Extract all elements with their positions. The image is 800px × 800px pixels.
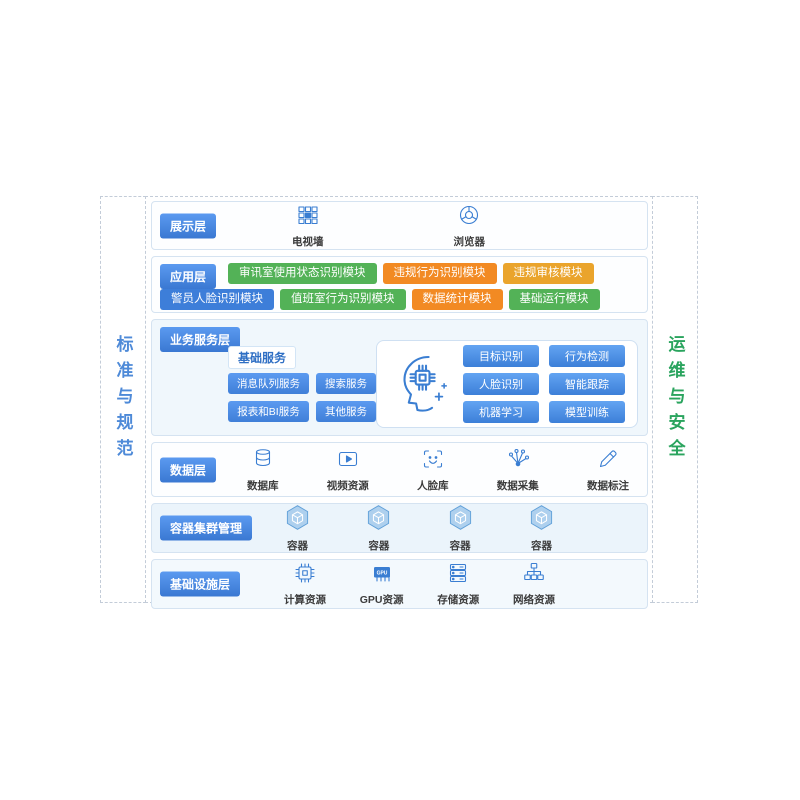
data-annotate-item: 数据标注 xyxy=(587,447,629,493)
container-hexagon-icon xyxy=(365,504,392,536)
application-modules: 审讯室使用状态识别模块 违规行为识别模块 违规审核模块 警员人脸识别模块 值班室… xyxy=(160,263,639,315)
layers-column: 展示层 电视墙 xyxy=(151,201,648,615)
video-icon xyxy=(336,447,360,476)
data-annotate-label: 数据标注 xyxy=(587,479,629,492)
gpu-resource-item: GPU GPU资源 xyxy=(360,561,404,607)
data-annotate-icon xyxy=(596,447,620,476)
data-layer-items: 数据库 视频资源 xyxy=(247,443,629,496)
left-rail-standards: 标准与规范 xyxy=(100,196,146,603)
infrastructure-layer-section: 基础设施层 计算资源 xyxy=(151,559,648,609)
business-layer-badge: 业务服务层 xyxy=(160,327,241,352)
module-violation-audit: 违规审核模块 xyxy=(502,263,594,284)
container-item: 容器 xyxy=(528,504,555,553)
basic-services-title: 基础服务 xyxy=(228,346,297,369)
container-item: 容器 xyxy=(365,504,392,553)
container-label: 容器 xyxy=(368,539,390,552)
browser-icon xyxy=(457,203,481,232)
capability-behavior-detection: 行为检测 xyxy=(549,345,625,367)
module-interrogation-room-status: 审讯室使用状态识别模块 xyxy=(228,263,377,284)
container-cluster-section: 容器集群管理 容器 xyxy=(151,503,648,553)
compute-resource-item: 计算资源 xyxy=(284,561,326,607)
left-rail-label: 标准与规范 xyxy=(113,334,133,465)
svg-text:GPU: GPU xyxy=(376,570,387,576)
capability-model-training: 模型训练 xyxy=(549,401,625,423)
face-library-item: 人脸库 xyxy=(417,447,449,493)
module-basic-operation: 基础运行模块 xyxy=(508,288,600,310)
service-search: 搜索服务 xyxy=(316,373,376,394)
data-layer-section: 数据层 数据库 xyxy=(151,442,648,497)
container-label: 容器 xyxy=(530,539,552,552)
storage-resource-label: 存储资源 xyxy=(437,594,480,606)
module-data-statistics: 数据统计模块 xyxy=(411,288,503,310)
container-items: 容器 容器 xyxy=(284,504,555,552)
container-item: 容器 xyxy=(284,504,311,553)
video-resource-label: 视频资源 xyxy=(326,479,369,492)
presentation-layer-section: 展示层 电视墙 xyxy=(151,201,648,250)
data-collect-label: 数据采集 xyxy=(496,479,539,492)
storage-resource-item: 存储资源 xyxy=(437,561,479,607)
ai-capabilities-grid: 目标识别 行为检测 人脸识别 智能跟踪 机器学习 模型训练 xyxy=(463,345,625,423)
container-label: 容器 xyxy=(287,539,308,552)
data-collect-icon xyxy=(506,447,530,476)
data-collect-item: 数据采集 xyxy=(497,447,539,493)
data-layer-badge: 数据层 xyxy=(160,457,217,482)
capability-face-recognition: 人脸识别 xyxy=(463,373,539,395)
network-resource-label: 网络资源 xyxy=(512,594,555,606)
service-message-queue: 消息队列服务 xyxy=(228,373,309,394)
presentation-layer-badge: 展示层 xyxy=(160,213,217,238)
ai-capabilities-panel: 目标识别 行为检测 人脸识别 智能跟踪 机器学习 模型训练 xyxy=(376,340,638,428)
module-duty-room-behavior: 值班室行为识别模块 xyxy=(280,288,406,310)
tv-wall-item: 电视墙 xyxy=(292,203,324,249)
container-item: 容器 xyxy=(447,504,474,553)
cpu-icon xyxy=(293,561,317,590)
gpu-resource-label: GPU资源 xyxy=(359,594,404,606)
face-library-label: 人脸库 xyxy=(417,479,449,492)
application-row-1: 审讯室使用状态识别模块 违规行为识别模块 违规审核模块 xyxy=(228,263,639,284)
container-label: 容器 xyxy=(449,539,471,552)
infrastructure-items: 计算资源 GPU GPU资源 xyxy=(284,560,555,608)
container-hexagon-icon xyxy=(284,504,311,536)
module-violation-behavior: 违规行为识别模块 xyxy=(382,263,497,284)
ai-head-chip-icon xyxy=(389,351,451,418)
browser-item: 浏览器 xyxy=(453,203,486,249)
capability-smart-tracking: 智能跟踪 xyxy=(549,373,625,395)
container-cluster-badge: 容器集群管理 xyxy=(160,515,253,541)
database-icon xyxy=(251,447,275,476)
capability-machine-learning: 机器学习 xyxy=(463,401,539,423)
storage-icon xyxy=(446,561,470,590)
container-hexagon-icon xyxy=(447,504,474,536)
service-other: 其他服务 xyxy=(316,401,376,422)
compute-resource-label: 计算资源 xyxy=(284,594,326,606)
tv-wall-label: 电视墙 xyxy=(292,235,324,248)
service-report-bi: 报表和BI服务 xyxy=(228,401,309,422)
network-icon xyxy=(522,561,546,590)
application-layer-badge: 应用层 xyxy=(160,264,217,289)
presentation-items: 电视墙 浏览器 xyxy=(292,202,637,249)
basic-services-grid: 消息队列服务 搜索服务 报表和BI服务 其他服务 xyxy=(228,373,376,422)
container-hexagon-icon xyxy=(528,504,555,536)
face-library-icon xyxy=(421,447,445,476)
capability-target-recognition: 目标识别 xyxy=(463,345,539,367)
database-item: 数据库 xyxy=(247,447,279,493)
browser-label: 浏览器 xyxy=(453,235,486,248)
video-resource-item: 视频资源 xyxy=(327,447,369,493)
application-layer-section: 应用层 审讯室使用状态识别模块 违规行为识别模块 违规审核模块 警员人脸识别模块… xyxy=(151,256,648,313)
network-resource-item: 网络资源 xyxy=(513,561,555,607)
module-officer-face-recognition: 警员人脸识别模块 xyxy=(160,288,274,310)
application-row-2: 警员人脸识别模块 值班室行为识别模块 数据统计模块 基础运行模块 xyxy=(160,288,639,310)
right-rail-operations: 运维与安全 xyxy=(652,196,698,603)
right-rail-label: 运维与安全 xyxy=(665,334,685,465)
infrastructure-layer-badge: 基础设施层 xyxy=(160,571,241,597)
tv-wall-icon xyxy=(296,203,320,232)
gpu-icon: GPU xyxy=(370,561,394,590)
database-label: 数据库 xyxy=(247,479,279,492)
business-service-layer-section: 业务服务层 基础服务 消息队列服务 搜索服务 报表和BI服务 其他服务 xyxy=(151,319,648,436)
